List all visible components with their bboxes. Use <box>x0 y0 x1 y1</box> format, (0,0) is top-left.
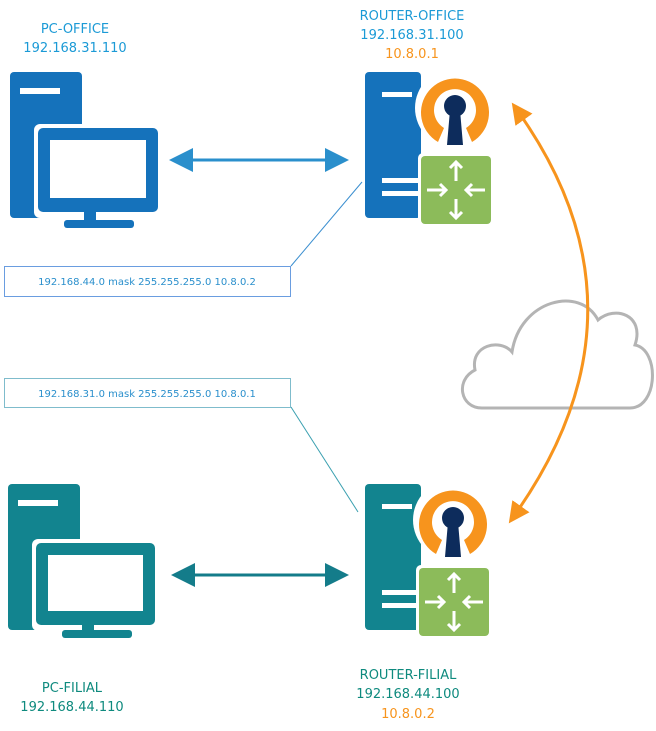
router-filial-ip: 192.168.44.100 <box>356 687 459 702</box>
openvpn-icon <box>413 480 493 560</box>
router-icon <box>416 565 492 639</box>
pc-filial-ip: 192.168.44.110 <box>20 700 123 715</box>
pc-office-ip: 192.168.31.110 <box>23 41 126 56</box>
router-icon <box>418 153 494 227</box>
route-office-text: 192.168.44.0 mask 255.255.255.0 10.8.0.2 <box>38 277 256 288</box>
pc-filial-icon <box>8 484 159 638</box>
callout-line-filial <box>290 406 359 513</box>
cloud-icon <box>460 299 654 410</box>
router-office-name: ROUTER-OFFICE <box>360 9 465 24</box>
pc-office-icon <box>10 72 162 228</box>
route-box-office <box>4 266 291 297</box>
vpn-tunnel-link <box>508 102 590 524</box>
router-office-vpn-ip: 10.8.0.1 <box>385 47 439 62</box>
route-box-filial <box>4 378 291 408</box>
openvpn-icon <box>415 68 495 148</box>
router-filial-vpn-ip: 10.8.0.2 <box>381 707 435 722</box>
router-office-icon <box>365 68 495 227</box>
callout-line-office <box>290 181 363 267</box>
router-filial-icon <box>365 480 493 639</box>
route-filial-text: 192.168.31.0 mask 255.255.255.0 10.8.0.1 <box>38 389 256 400</box>
pc-filial-name: PC-FILIAL <box>42 681 103 696</box>
pc-office-name: PC-OFFICE <box>41 22 109 37</box>
router-office-ip: 192.168.31.100 <box>360 28 463 43</box>
router-filial-name: ROUTER-FILIAL <box>360 668 457 683</box>
